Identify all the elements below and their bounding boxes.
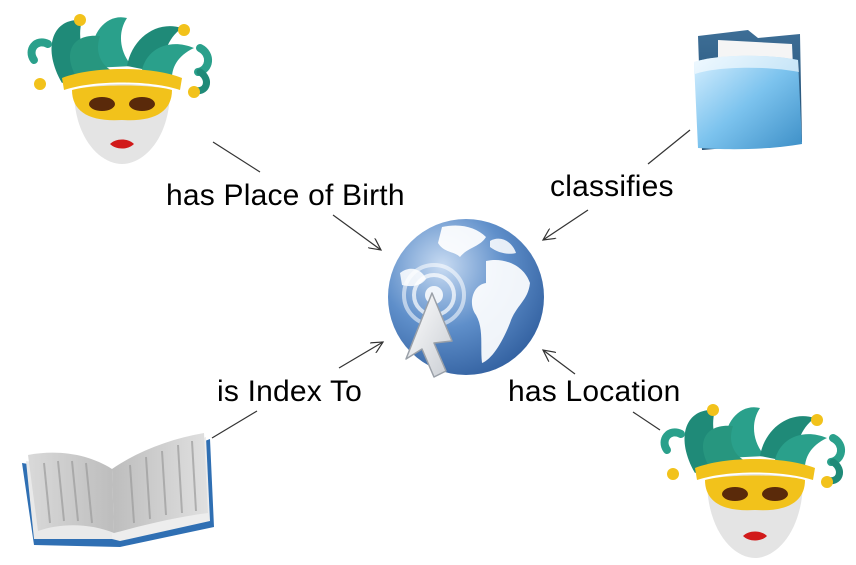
edge-arrow-index-to	[338, 342, 383, 369]
edge-label-classifies: classifies	[550, 170, 674, 203]
open-book-icon	[20, 427, 215, 552]
edge-arrow-location	[543, 350, 576, 375]
edge-label-location: has Location	[508, 375, 681, 408]
jester-mask-icon	[22, 8, 222, 168]
edge-line-place-of-birth-upper	[212, 141, 261, 173]
edge-arrow-place-of-birth	[332, 214, 381, 250]
edge-label-place-of-birth: has Place of Birth	[166, 179, 405, 212]
jester-mask-icon	[655, 398, 855, 563]
edge-label-index-to: is Index To	[217, 375, 363, 408]
folder-icon	[688, 24, 806, 152]
edge-arrow-classifies	[543, 209, 589, 240]
edge-line-location-lower	[632, 411, 661, 431]
edge-line-classifies-upper	[647, 129, 691, 165]
edge-line-index-to-lower	[211, 410, 258, 439]
globe-cursor-icon	[380, 213, 545, 381]
